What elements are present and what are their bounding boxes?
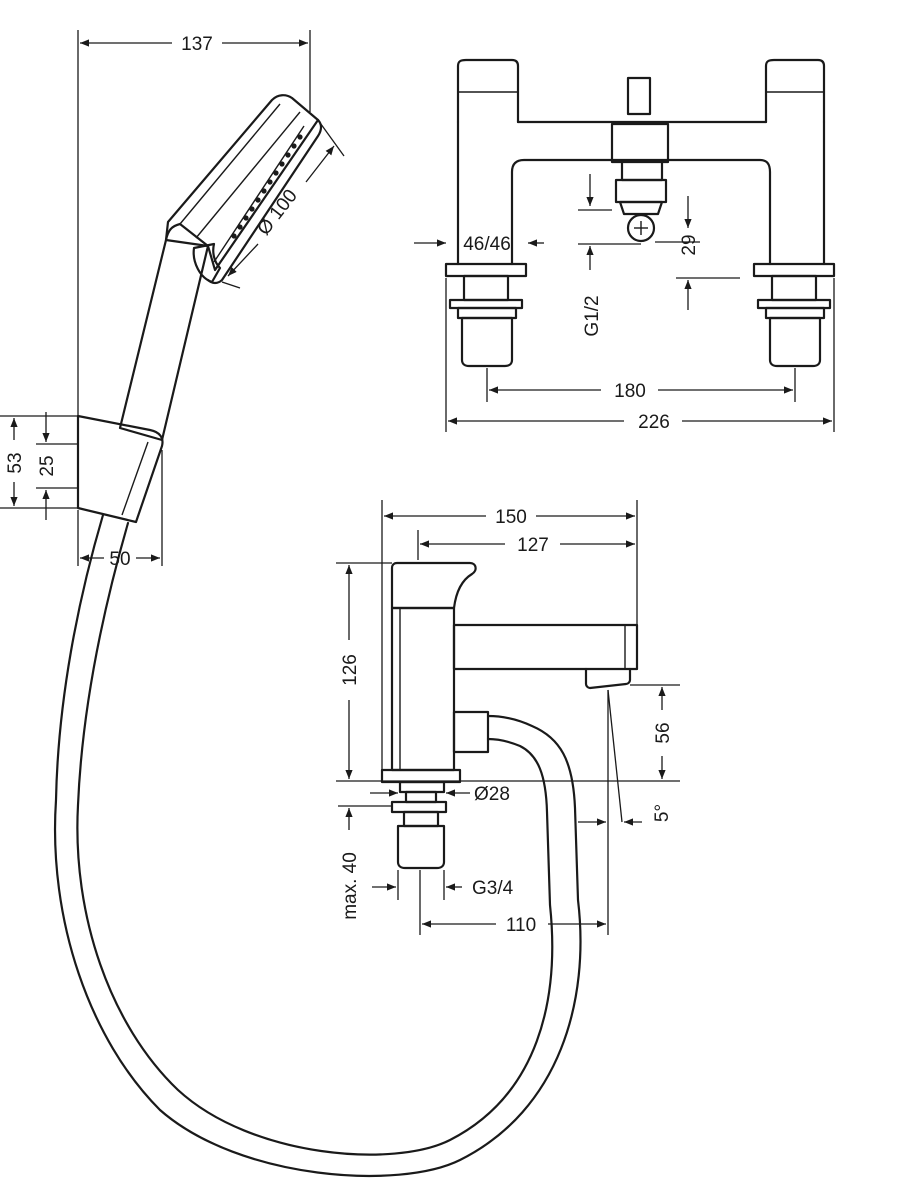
spray-nozzles bbox=[231, 134, 303, 239]
hand-shower bbox=[76, 94, 323, 524]
dim-46-46: 46/46 bbox=[463, 234, 511, 255]
dim-diameter-28: Ø28 bbox=[474, 784, 510, 805]
dim-29: 29 bbox=[679, 234, 700, 255]
dimensions-front-view: 46/46 G1/2 29 180 226 bbox=[414, 174, 835, 433]
dim-g3-4: G3/4 bbox=[472, 878, 514, 899]
hose bbox=[54, 513, 582, 1177]
dim-110: 110 bbox=[506, 915, 536, 936]
dim-126: 126 bbox=[340, 654, 361, 686]
dim-53: 53 bbox=[5, 452, 26, 473]
dim-137: 137 bbox=[181, 34, 213, 55]
dim-g1-2: G1/2 bbox=[582, 295, 603, 336]
dimensions-side-view: 150 127 126 56 Ø28 5° max. 40 bbox=[336, 500, 680, 936]
side-view-mixer bbox=[380, 561, 639, 870]
dim-max-40: max. 40 bbox=[340, 852, 361, 920]
front-view-mixer bbox=[444, 58, 836, 368]
dim-56: 56 bbox=[653, 722, 674, 743]
dim-5-degree: 5° bbox=[652, 804, 673, 822]
dim-150: 150 bbox=[495, 507, 527, 528]
dim-diameter-100: Ø 100 bbox=[253, 186, 301, 240]
dim-226: 226 bbox=[638, 412, 670, 433]
dim-50: 50 bbox=[109, 549, 130, 570]
dim-180: 180 bbox=[614, 381, 646, 402]
dimensions-hand-shower: 137 Ø 100 53 25 50 bbox=[0, 30, 345, 570]
shower-holder bbox=[76, 414, 164, 524]
dim-25: 25 bbox=[37, 455, 58, 476]
dim-127: 127 bbox=[517, 535, 549, 556]
